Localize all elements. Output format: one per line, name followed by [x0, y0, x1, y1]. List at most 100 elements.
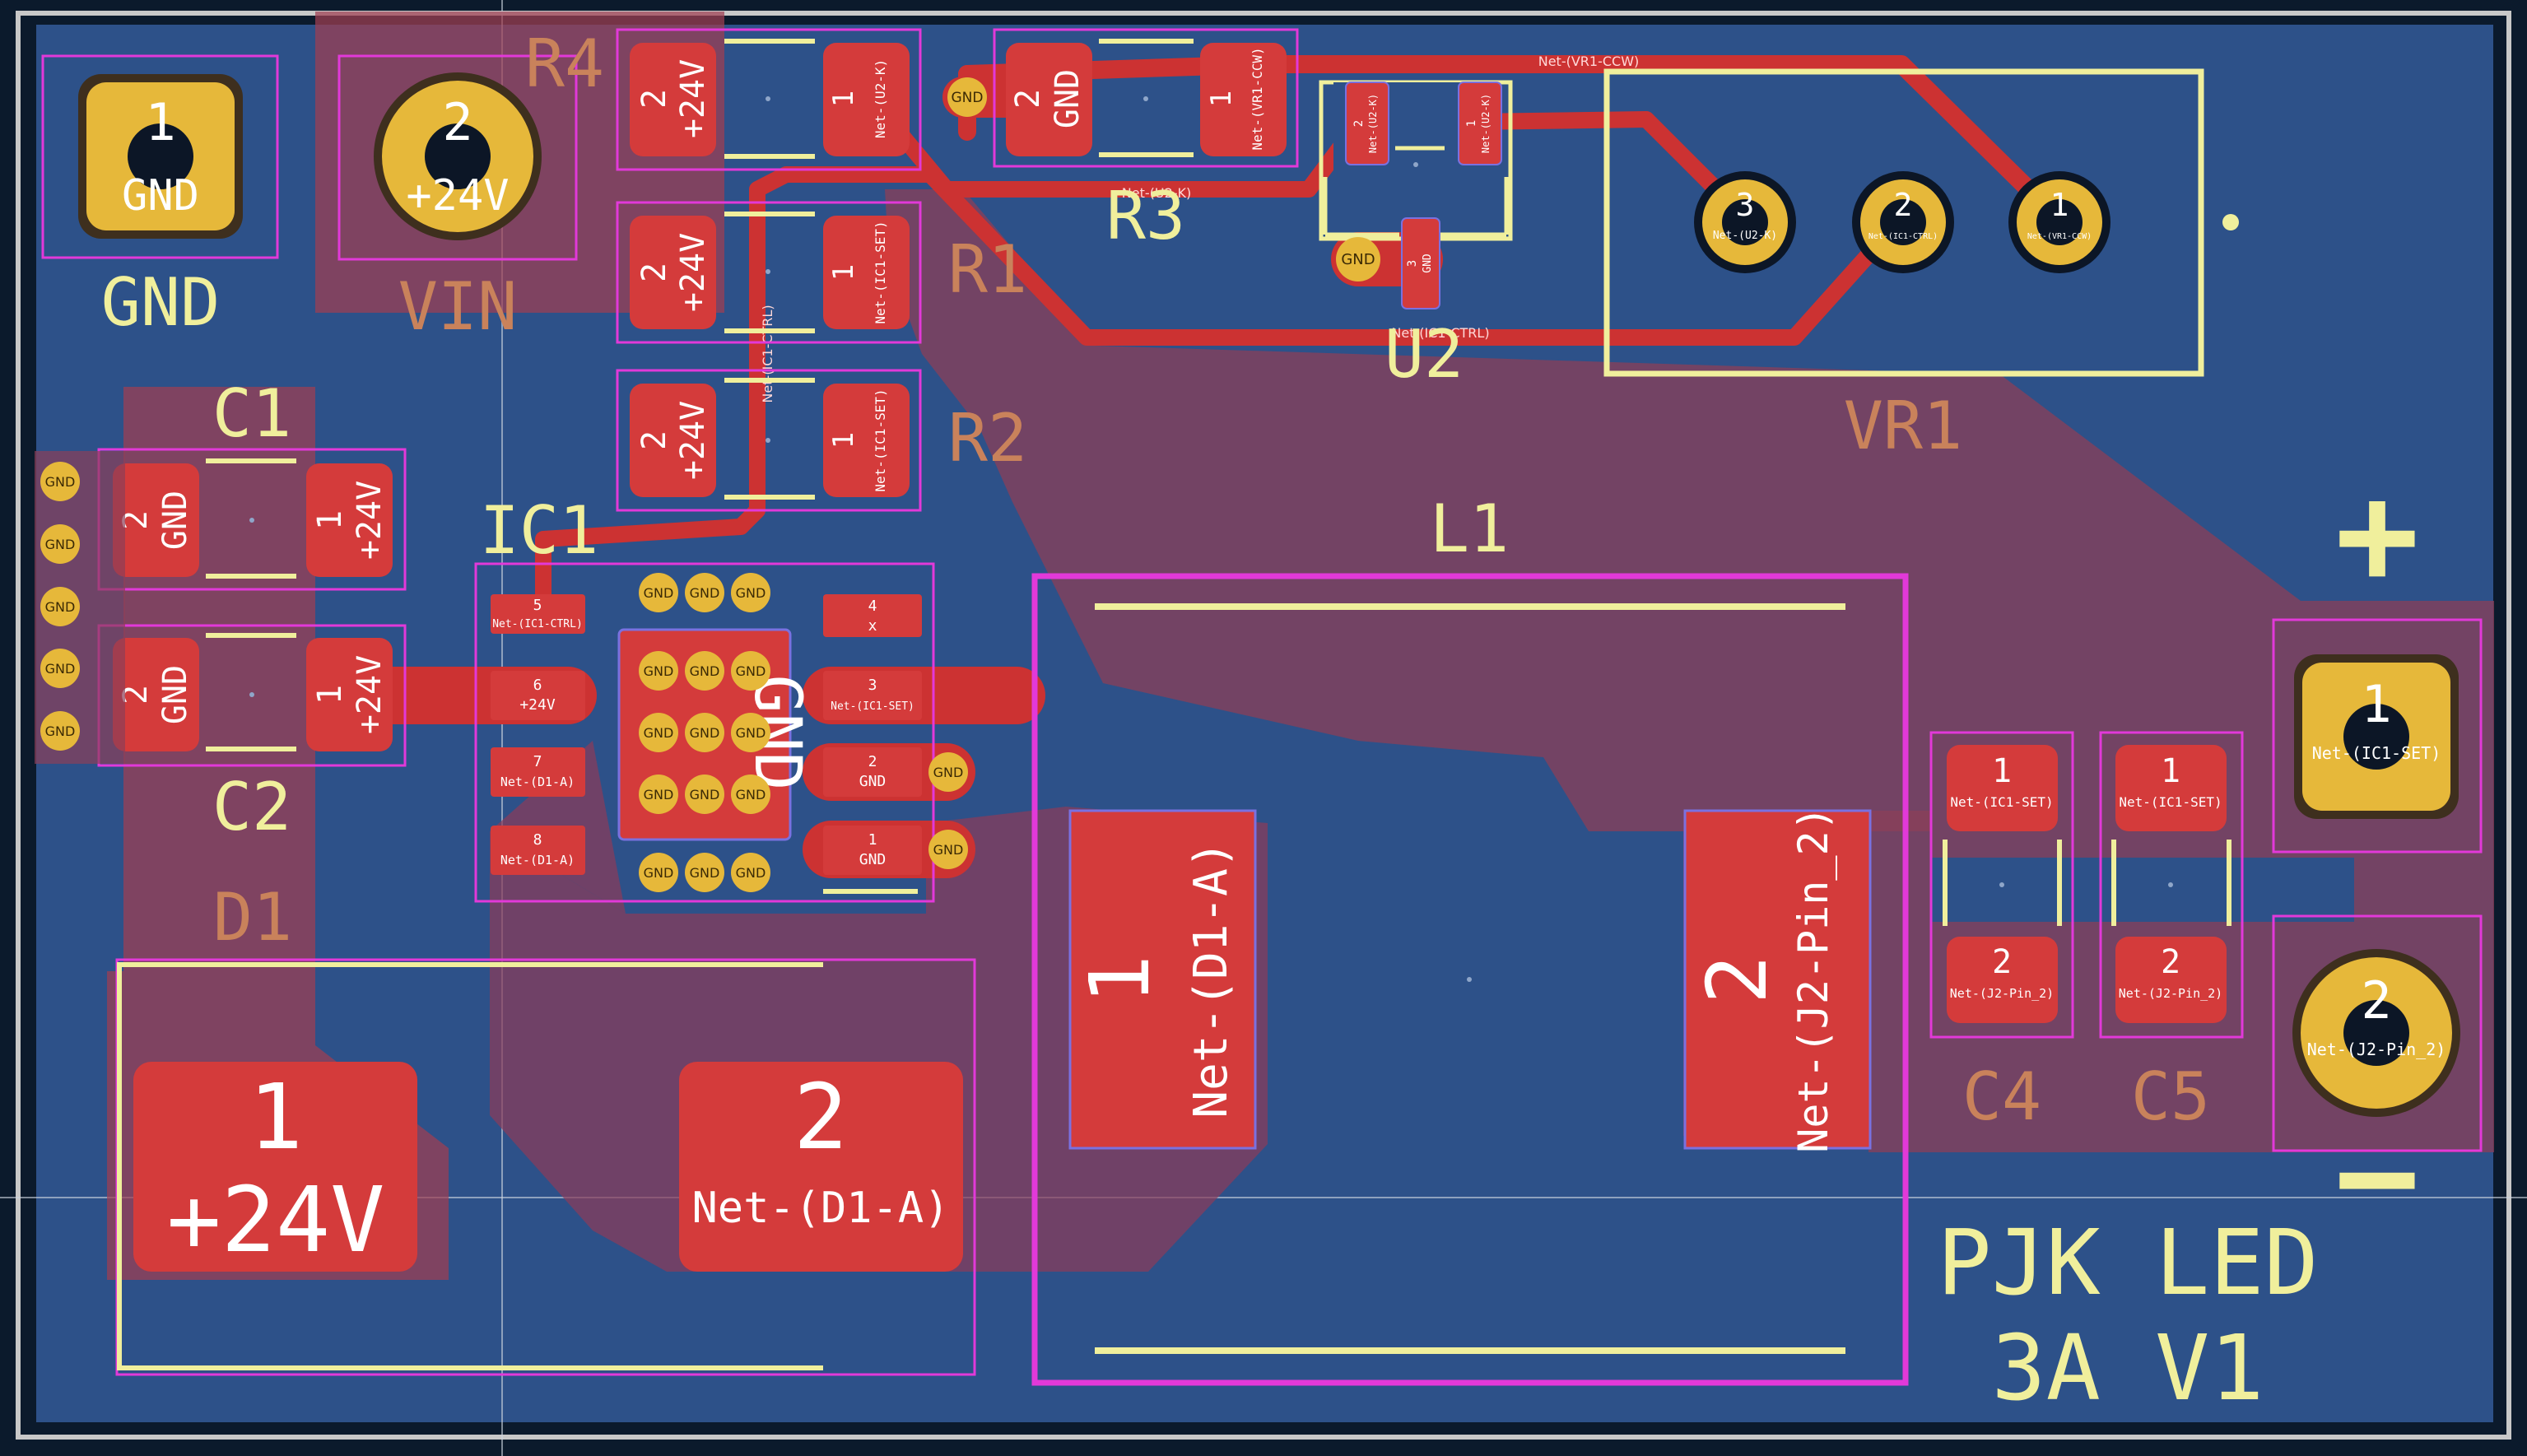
diode-d1[interactable]: 1 +24V 2 Net-(D1-A) D1	[115, 879, 976, 1376]
ic1-via-g1-label: GND	[644, 663, 674, 679]
resistor-r3[interactable]: 2 GND 1 Net-(VR1-CCW) R3	[993, 28, 1299, 254]
c4-pad-2[interactable]	[1947, 937, 2058, 1023]
r1-pad-2-number: 2	[635, 263, 673, 282]
ic1-via-g8-label: GND	[690, 787, 720, 802]
u2-pad-2[interactable]	[1345, 81, 1389, 165]
c5-pad-2[interactable]	[2115, 937, 2227, 1023]
trace-ic1-ctrl	[535, 166, 1910, 609]
u2-pad-1[interactable]	[1458, 81, 1502, 165]
c1-pad-1-net: +24V	[351, 481, 389, 560]
via-gnd-r3-label: GND	[952, 90, 984, 106]
out-pin1-number: 1	[2361, 674, 2391, 734]
connector-vin[interactable]: 2 +24V VIN	[337, 54, 578, 345]
c5-pad-1[interactable]	[2115, 745, 2227, 831]
c2-pad-1-number: 1	[311, 685, 349, 705]
via-gnd-1-label: GND	[45, 474, 76, 490]
ic1-pin-1[interactable]: 1 GND	[823, 826, 922, 875]
c2-pad-1[interactable]	[306, 638, 393, 751]
ic1-via-g4: GND	[639, 713, 678, 752]
ic1-via-row-bottom: GND GND GND	[639, 853, 770, 892]
resistor-r2[interactable]: 2 +24V 1 Net-(IC1-SET) R2	[616, 369, 1027, 512]
l1-pad-2-number: 2	[1689, 955, 1785, 1004]
via-gnd-4-label: GND	[45, 661, 76, 677]
r2-pad-2[interactable]	[630, 384, 716, 497]
gnd-pad-net: GND	[122, 171, 199, 221]
ic1-pin-2[interactable]: 2 GND	[823, 747, 922, 797]
via-gnd-3: GND	[40, 587, 80, 626]
ic1-via-b3-label: GND	[736, 865, 766, 881]
gnd-drill	[128, 123, 193, 189]
ic-ic1[interactable]: IC1 GND 5 Net-(IC1-CTRL) 6 +24V 7 Net-(D…	[474, 492, 968, 903]
ic1-pin-3[interactable]: 3 Net-(IC1-SET)	[823, 671, 922, 720]
minus-marker: −	[2335, 1095, 2419, 1258]
r2-courtyard	[616, 369, 922, 512]
trace-label-ic1-ctrl-v: Net-(IC1-CTRL)	[760, 305, 775, 402]
vr1-pad-1-net: Net-(VR1-CCW)	[2027, 232, 2092, 241]
capacitor-c2[interactable]: 2 GND 1 +24V C2	[97, 624, 407, 845]
r4-ref: R4	[525, 26, 604, 102]
trace-label-u2-k: Net-(U2-K)	[1122, 185, 1192, 201]
vr1-ref: VR1	[1844, 388, 1963, 464]
r1-pad-1[interactable]	[823, 216, 910, 329]
regulator-u2[interactable]: 2 Net-(U2-K) 1 Net-(U2-K) 3 GND U2	[1319, 80, 1513, 393]
via-gnd-4: GND	[40, 649, 80, 688]
resistor-r1[interactable]: 2 +24V 1 Net-(IC1-SET) R1	[616, 201, 1027, 344]
d1-pad-1[interactable]	[133, 1062, 417, 1272]
ic1-via-g7: GND	[639, 775, 678, 814]
d1-pad-2[interactable]	[679, 1062, 963, 1272]
ic1-via-pin1-label: GND	[933, 842, 964, 858]
l1-pad-2[interactable]	[1683, 809, 1872, 1150]
c5-pad-2-net: Net-(J2-Pin_2)	[2119, 986, 2222, 1001]
r2-pad-1-number: 1	[827, 432, 860, 449]
ic1-pin-5[interactable]: 5 Net-(IC1-CTRL)	[491, 594, 585, 634]
ic1-pin-4[interactable]: 4 x	[823, 594, 922, 637]
r4-pad-1-net: Net-(U2-K)	[873, 59, 888, 138]
ic1-pin-3-number: 3	[868, 677, 877, 694]
c5-courtyard	[2099, 731, 2244, 1039]
board-outline	[16, 11, 2511, 1440]
vr1-pad-3[interactable]: 3 Net-(U2-K)	[1694, 171, 1796, 273]
ic1-via-g9: GND	[731, 775, 770, 814]
ic1-pin-6-number: 6	[533, 677, 542, 694]
ic1-pin-2-net: GND	[859, 773, 887, 790]
capacitor-c4[interactable]: 1 Net-(IC1-SET) 2 Net-(J2-Pin_2) C4	[1929, 731, 2074, 1135]
connector-gnd[interactable]: 1 GND GND	[41, 54, 279, 341]
u2-pad-3[interactable]	[1401, 217, 1440, 309]
resistor-r4[interactable]: 2 +24V 1 Net-(U2-K) R4	[525, 26, 922, 171]
c1-pad-2[interactable]	[113, 463, 199, 577]
capacitor-c5[interactable]: 1 Net-(IC1-SET) 2 Net-(J2-Pin_2) C5	[2099, 731, 2244, 1135]
r4-pad-2-net: +24V	[674, 59, 712, 138]
potentiometer-vr1[interactable]: 3 Net-(U2-K) 2 Net-(IC1-CTRL) 1 Net-(VR1…	[1603, 68, 2239, 464]
vin-pad-net: +24V	[406, 171, 509, 221]
r2-pad-1[interactable]	[823, 384, 910, 497]
inductor-l1[interactable]: 1 Net-(D1-A) 2 Net-(J2-Pin_2) L1	[1031, 491, 1909, 1386]
r3-pad-2[interactable]	[1006, 43, 1092, 156]
r1-pad-1-number: 1	[827, 264, 860, 281]
ic1-via-g5-label: GND	[690, 725, 720, 741]
out-pin2-courtyard	[2272, 914, 2483, 1152]
r3-pad-2-number: 2	[1009, 89, 1047, 109]
c1-pad-1[interactable]	[306, 463, 393, 577]
r4-pad-2[interactable]	[630, 43, 716, 156]
board-title-line1: PJK LED	[1937, 1210, 2319, 1315]
ic1-pin-7[interactable]: 7 Net-(D1-A)	[491, 747, 585, 797]
r2-pad-2-net: +24V	[674, 401, 712, 480]
r1-pad-2[interactable]	[630, 216, 716, 329]
connector-out-pin1[interactable]: 1 Net-(IC1-SET)	[2272, 618, 2483, 854]
vr1-pad-1[interactable]: 1 Net-(VR1-CCW)	[2008, 171, 2110, 273]
ic1-pin-6[interactable]: 6 +24V	[491, 671, 585, 720]
vr1-pad-2[interactable]: 2 Net-(IC1-CTRL)	[1852, 171, 1954, 273]
ic1-pin-5-number: 5	[533, 597, 542, 614]
connector-out-pin2[interactable]: 2 Net-(J2-Pin_2)	[2272, 914, 2483, 1152]
c2-pad-2[interactable]	[113, 638, 199, 751]
r4-pad-1[interactable]	[823, 43, 910, 156]
capacitor-c1[interactable]: 2 GND 1 +24V C1	[97, 375, 407, 591]
r3-pad-1[interactable]	[1200, 43, 1287, 156]
l1-pad-1[interactable]	[1068, 809, 1257, 1150]
c2-pad-2-net: GND	[156, 665, 194, 724]
d1-pad-2-net: Net-(D1-A)	[691, 1184, 949, 1233]
r3-courtyard	[993, 28, 1299, 168]
c4-pad-1[interactable]	[1947, 745, 2058, 831]
ic1-pin-8[interactable]: 8 Net-(D1-A)	[491, 826, 585, 875]
